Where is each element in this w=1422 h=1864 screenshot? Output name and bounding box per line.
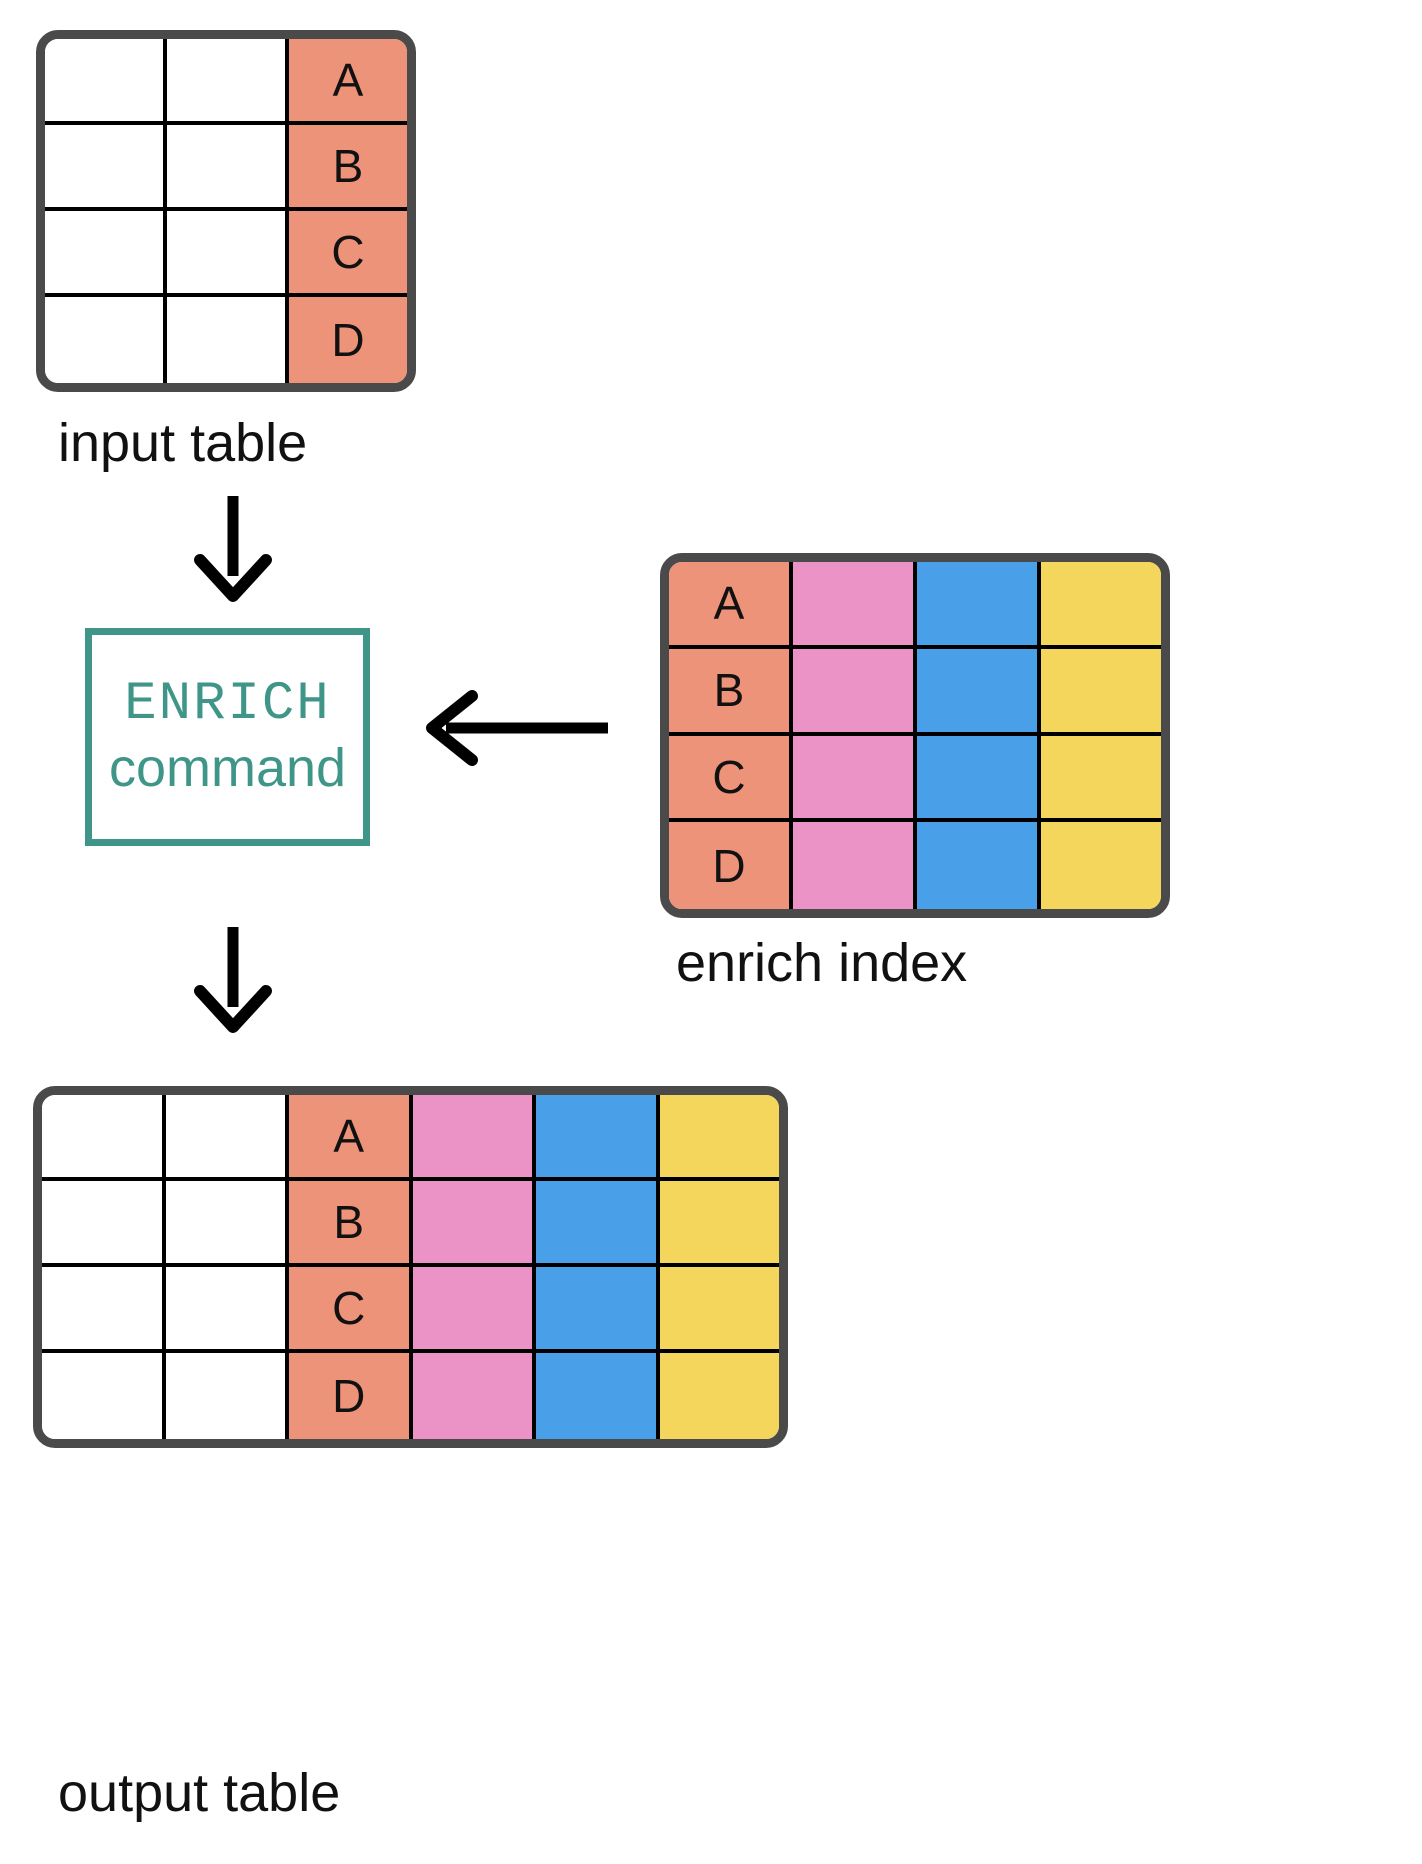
table-cell-col-1 — [42, 1095, 166, 1181]
table-row: C — [45, 211, 407, 297]
table-cell-enrich-field-2 — [917, 822, 1041, 909]
table-cell-enrich-field-1 — [412, 1181, 536, 1267]
table-cell-col-2 — [165, 1095, 289, 1181]
table-cell-col-2 — [167, 297, 289, 383]
table-cell-match-key: C — [289, 211, 407, 297]
table-cell-match-key: C — [289, 1267, 413, 1353]
table-cell-enrich-field-1 — [412, 1353, 536, 1439]
table-cell-col-2 — [165, 1181, 289, 1267]
table-cell-match-key: A — [669, 562, 793, 649]
table-cell-enrich-field-3 — [1041, 648, 1161, 736]
table-cell-match-key: D — [669, 822, 793, 909]
table-cell-enrich-field-3 — [1041, 735, 1161, 823]
table-cell-enrich-field-1 — [793, 735, 917, 823]
table-cell-enrich-field-3 — [659, 1095, 779, 1181]
table-cell-enrich-field-2 — [536, 1181, 660, 1267]
arrow-command-to-output — [178, 925, 288, 1035]
table-cell-col-2 — [167, 211, 289, 297]
table-cell-enrich-field-2 — [536, 1095, 660, 1181]
table-cell-col-1 — [45, 125, 167, 211]
table-cell-enrich-field-3 — [659, 1353, 779, 1439]
table-cell-match-key: D — [289, 297, 407, 383]
table-cell-match-key: A — [289, 1095, 413, 1181]
table-row: B — [669, 648, 1161, 736]
table-cell-col-2 — [167, 39, 289, 125]
enrich-command-keyword: ENRICH — [124, 674, 331, 736]
table-cell-col-1 — [45, 39, 167, 125]
table-cell-enrich-field-1 — [793, 562, 917, 649]
table-row: D — [669, 822, 1161, 909]
table-cell-enrich-field-3 — [1041, 822, 1161, 909]
table-cell-enrich-field-2 — [536, 1267, 660, 1353]
table-cell-enrich-field-1 — [793, 648, 917, 736]
output-table-caption: output table — [58, 1763, 341, 1823]
table-cell-match-key: B — [289, 1181, 413, 1267]
table-cell-enrich-field-3 — [659, 1181, 779, 1267]
table-cell-enrich-field-1 — [793, 822, 917, 909]
table-cell-col-1 — [45, 297, 167, 383]
table-cell-col-2 — [167, 125, 289, 211]
table-cell-col-1 — [45, 211, 167, 297]
table-cell-enrich-field-3 — [1041, 562, 1161, 649]
table-cell-col-1 — [42, 1267, 166, 1353]
arrow-input-to-command — [178, 494, 288, 604]
table-cell-col-1 — [42, 1181, 166, 1267]
table-row: A — [42, 1095, 779, 1181]
table-row: A — [45, 39, 407, 125]
table-cell-match-key: B — [669, 648, 793, 736]
arrow-index-to-command — [420, 688, 610, 768]
table-cell-enrich-field-2 — [917, 562, 1041, 649]
enrich-command-box[interactable]: ENRICH command — [85, 628, 370, 846]
table-row: C — [669, 735, 1161, 823]
table-cell-match-key: A — [289, 39, 407, 125]
table-cell-enrich-field-2 — [917, 735, 1041, 823]
input-table-caption: input table — [58, 413, 308, 473]
enrich-index-caption: enrich index — [676, 933, 968, 993]
table-cell-col-2 — [165, 1267, 289, 1353]
table-row: D — [42, 1353, 779, 1439]
table-cell-match-key: C — [669, 735, 793, 823]
table-row: A — [669, 562, 1161, 649]
table-cell-col-2 — [165, 1353, 289, 1439]
table-cell-enrich-field-1 — [412, 1095, 536, 1181]
table-cell-match-key: D — [289, 1353, 413, 1439]
table-cell-enrich-field-2 — [917, 648, 1041, 736]
table-cell-match-key: B — [289, 125, 407, 211]
table-row: B — [42, 1181, 779, 1267]
table-cell-enrich-field-2 — [536, 1353, 660, 1439]
table-row: C — [42, 1267, 779, 1353]
table-cell-col-1 — [42, 1353, 166, 1439]
table-cell-enrich-field-3 — [659, 1267, 779, 1353]
table-row: B — [45, 125, 407, 211]
table-row: D — [45, 297, 407, 383]
table-cell-enrich-field-1 — [412, 1267, 536, 1353]
enrich-command-label: command — [108, 738, 347, 798]
